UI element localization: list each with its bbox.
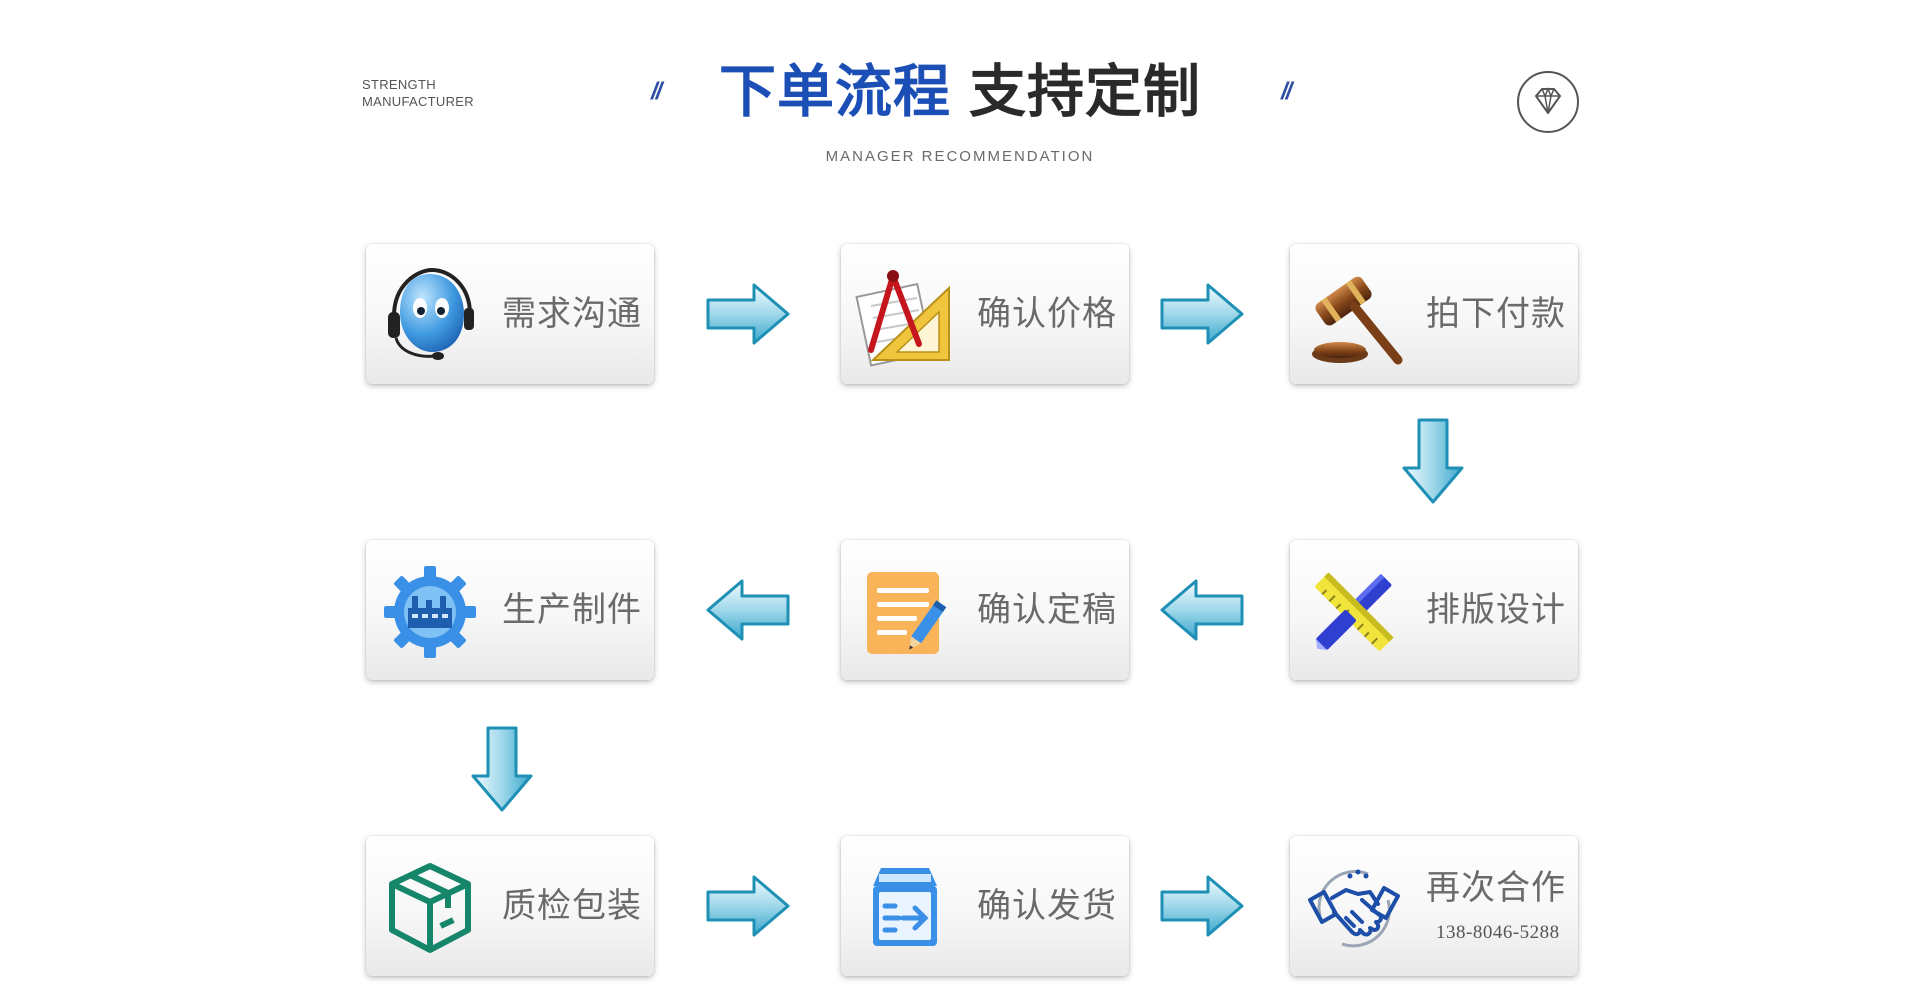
phone-number: 138-8046-5288 (1436, 922, 1560, 943)
title-slash-left: // (651, 78, 662, 105)
step-label-6: 生产制件 (502, 590, 642, 630)
step-label-2: 确认价格 (977, 294, 1117, 334)
step-card-4: 排版设计 (1290, 540, 1578, 680)
page-subtitle: MANAGER RECOMMENDATION (825, 148, 1095, 165)
diamond-icon (1517, 71, 1579, 133)
shipping-box-icon (853, 856, 957, 960)
page-title: 下单流程支持定制 (0, 52, 1920, 132)
step-card-7: 质检包装 (366, 836, 654, 976)
arrow-left-1 (706, 579, 790, 641)
step-card-6: 生产制件 (366, 540, 654, 680)
brand-tag: STRENGTH MANUFACTURER (362, 76, 474, 110)
step-label-3: 拍下付款 (1426, 294, 1566, 334)
arrow-right-4 (1160, 875, 1244, 937)
page-title-part1: 下单流程 (719, 59, 951, 125)
step-card-1: 需求沟通 (366, 244, 654, 384)
step-card-9: 再次合作 138-8046-5288 (1290, 836, 1578, 976)
step-label-4: 排版设计 (1426, 590, 1566, 630)
package-box-icon (378, 856, 482, 960)
arrow-down-2 (471, 726, 533, 812)
brand-tag-line1: STRENGTH (362, 77, 436, 92)
arrow-down-1 (1402, 418, 1464, 504)
step-card-3: 拍下付款 (1290, 244, 1578, 384)
arrow-right-3 (706, 875, 790, 937)
gavel-icon (1302, 264, 1406, 368)
step-label-5: 确认定稿 (977, 590, 1117, 630)
step-card-5: 确认定稿 (841, 540, 1129, 680)
step-label-8: 确认发货 (977, 886, 1117, 926)
document-pencil-icon (853, 560, 957, 664)
factory-gear-icon (378, 560, 482, 664)
title-slash-right: // (1281, 78, 1292, 105)
step-label-1: 需求沟通 (502, 294, 642, 334)
arrow-right-2 (1160, 283, 1244, 345)
step-card-2: 确认价格 (841, 244, 1129, 384)
customer-service-icon (378, 264, 482, 368)
handshake-icon (1302, 856, 1406, 960)
arrow-right-1 (706, 283, 790, 345)
design-cross-icon (1302, 560, 1406, 664)
brand-tag-line2: MANUFACTURER (362, 94, 474, 109)
page-title-part2: 支持定制 (969, 59, 1201, 125)
ruler-compass-icon (853, 264, 957, 368)
step-card-8: 确认发货 (841, 836, 1129, 976)
step-label-9: 再次合作 (1426, 868, 1566, 908)
arrow-left-2 (1160, 579, 1244, 641)
step-label-7: 质检包装 (502, 886, 642, 926)
